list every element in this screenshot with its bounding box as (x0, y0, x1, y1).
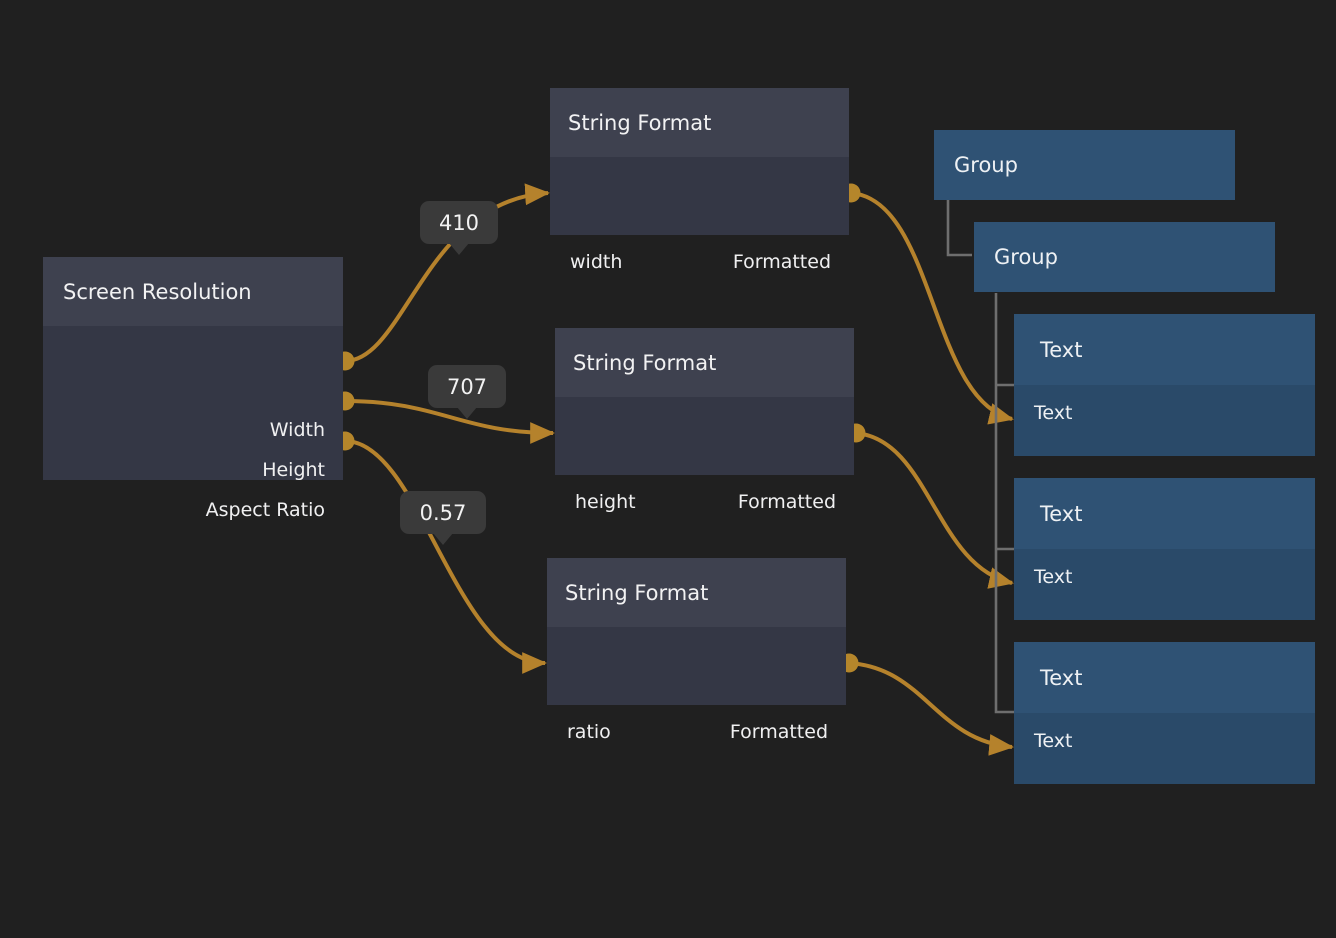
output-port-formatted-ratio-label: Formatted (729, 721, 828, 743)
node-string-format-ratio[interactable]: String Format ratio Formatted (547, 558, 846, 743)
tree-line-group-outer-to-inner (946, 200, 972, 257)
value-badge-ratio: 0.57 (400, 491, 486, 545)
input-port-height-label: height (575, 491, 636, 513)
node-text-3-body: Text (1014, 713, 1315, 784)
node-group-outer[interactable]: Group (934, 130, 1235, 200)
input-port-width-label: width (570, 251, 623, 273)
node-string-format-height[interactable]: String Format height Formatted (555, 328, 854, 513)
output-port-formatted-height-label: Formatted (737, 491, 836, 513)
output-port-formatted-width-label: Formatted (732, 251, 831, 273)
node-text-3[interactable]: Text Text (1014, 642, 1315, 784)
node-screen-resolution-header[interactable]: Screen Resolution (43, 257, 343, 326)
value-badge-height-text: 707 (446, 374, 488, 399)
node-group-outer-title: Group (954, 153, 1018, 177)
node-string-format-height-header[interactable]: String Format (555, 328, 854, 397)
node-group-inner[interactable]: Group (974, 222, 1275, 292)
node-text-1-header[interactable]: Text (1014, 314, 1315, 385)
node-text-2-body: Text (1014, 549, 1315, 620)
node-string-format-ratio-body: ratio Formatted (547, 627, 846, 743)
wire-formatted-to-text-3 (848, 661, 1014, 756)
port-row-width[interactable]: width Formatted (550, 251, 849, 273)
node-text-2[interactable]: Text Text (1014, 478, 1315, 620)
node-screen-resolution-title: Screen Resolution (63, 279, 252, 304)
value-badge-width-text: 410 (438, 210, 480, 235)
value-badge-height: 707 (428, 365, 506, 419)
output-port-aspect-ratio-label: Aspect Ratio (205, 499, 325, 521)
tree-line-group-inner-spine (994, 293, 1014, 714)
node-text-2-header[interactable]: Text (1014, 478, 1315, 549)
output-port-height-label: Height (262, 459, 325, 481)
node-text-1-body: Text (1014, 385, 1315, 456)
node-string-format-width-header[interactable]: String Format (550, 88, 849, 157)
wire-formatted-to-text-2 (855, 431, 1014, 589)
port-row-height[interactable]: height Formatted (555, 491, 854, 513)
node-text-3-title: Text (1040, 665, 1083, 690)
node-string-format-width-body: width Formatted (550, 157, 849, 273)
output-port-width-label: Width (269, 419, 325, 441)
node-string-format-width-title: String Format (568, 110, 712, 135)
output-port-aspect-ratio[interactable]: Aspect Ratio (43, 499, 343, 521)
node-text-1[interactable]: Text Text (1014, 314, 1315, 456)
node-group-inner-header[interactable]: Group (974, 222, 1275, 292)
port-row-ratio[interactable]: ratio Formatted (547, 721, 846, 743)
node-group-outer-header[interactable]: Group (934, 130, 1235, 200)
node-screen-resolution[interactable]: Screen Resolution Width Height Aspect Ra… (43, 257, 343, 521)
node-text-3-body-label: Text (1034, 730, 1073, 752)
output-port-width[interactable]: Width (43, 419, 343, 441)
node-string-format-ratio-header[interactable]: String Format (547, 558, 846, 627)
value-badge-width: 410 (420, 201, 498, 255)
node-group-inner-title: Group (994, 245, 1058, 269)
node-string-format-width[interactable]: String Format width Formatted (550, 88, 849, 273)
node-text-1-body-label: Text (1034, 402, 1073, 424)
node-text-3-header[interactable]: Text (1014, 642, 1315, 713)
node-text-2-title: Text (1040, 501, 1083, 526)
node-text-2-body-label: Text (1034, 566, 1073, 588)
node-screen-resolution-body: Width Height Aspect Ratio (43, 326, 343, 521)
node-text-1-title: Text (1040, 337, 1083, 362)
node-string-format-height-body: height Formatted (555, 397, 854, 513)
value-badge-ratio-text: 0.57 (419, 500, 467, 525)
input-port-ratio-label: ratio (567, 721, 611, 743)
output-port-height[interactable]: Height (43, 459, 343, 481)
node-string-format-height-title: String Format (573, 350, 717, 375)
node-string-format-ratio-title: String Format (565, 580, 709, 605)
wire-ratio-to-stringformat (344, 439, 547, 674)
